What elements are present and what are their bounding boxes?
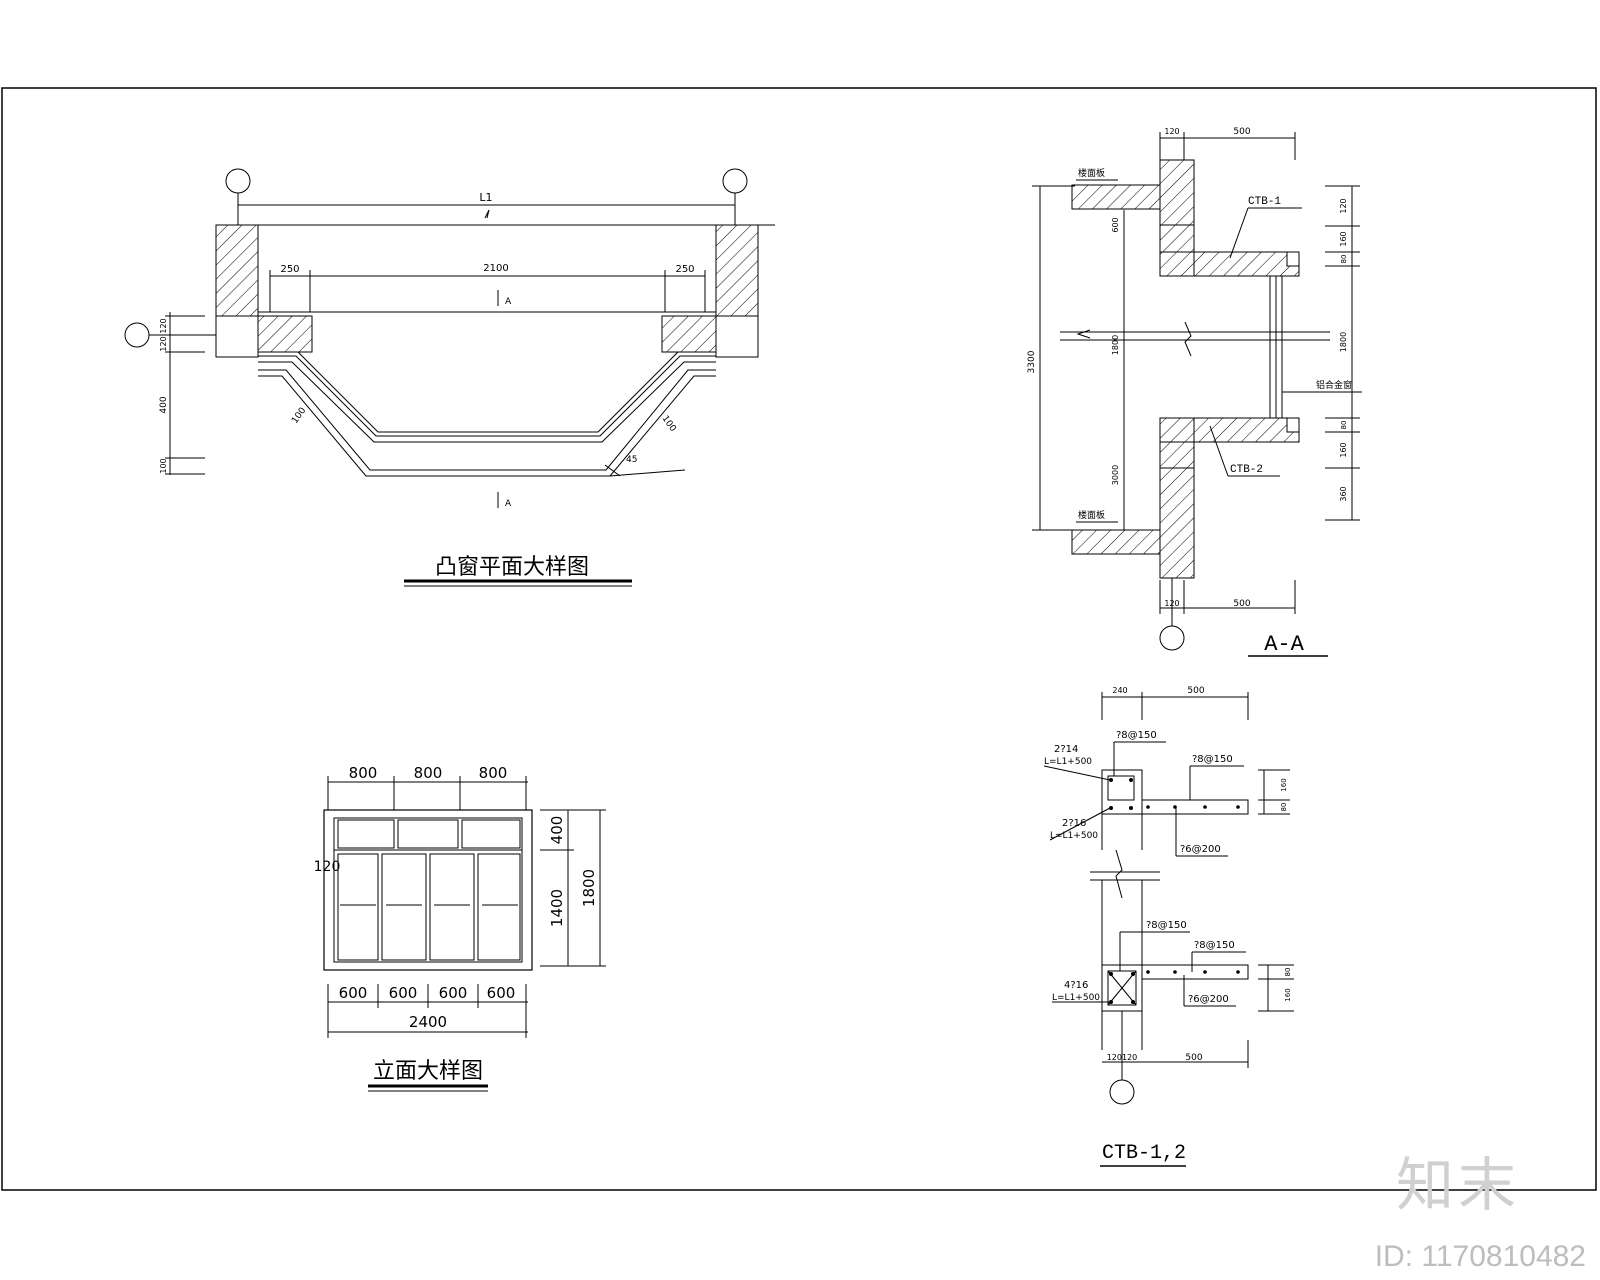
elevation-dim-frame: 120 — [314, 859, 341, 875]
elevation-dim-top-3: 800 — [479, 764, 508, 782]
elevation-dim-top-2: 800 — [414, 764, 443, 782]
section-label-ctb1: CTB-1 — [1248, 196, 1281, 208]
section-dim-right-2: 160 — [1339, 231, 1348, 246]
section-dim-right-3: 80 — [1340, 255, 1348, 264]
section-dim-right-7: 360 — [1339, 486, 1348, 501]
section-dim-left-1: 600 — [1111, 217, 1120, 232]
axis-bubble-plan-left — [124, 322, 150, 348]
plan-section-mark-bottom: A — [505, 499, 512, 509]
section-dim-top-2: 500 — [1233, 127, 1250, 137]
axis-bubble-section — [1159, 625, 1185, 651]
ctb-r1-label1: 2?14 — [1054, 744, 1078, 755]
ctb-r1-label2: ?8@150 — [1116, 730, 1157, 741]
elevation-dim-right-2: 1400 — [548, 889, 566, 927]
section-dim-right-1: 120 — [1339, 198, 1348, 213]
section-title: A-A — [1264, 632, 1304, 657]
elevation-detail: 800 800 800 120 400 1400 1800 — [314, 764, 606, 1092]
section-label-floor-top: 楼面板 — [1078, 167, 1105, 179]
watermark-logo: 知末 — [1395, 1151, 1520, 1219]
plan-dim-left-4: 100 — [159, 458, 168, 473]
elevation-dim-bottom-2: 600 — [389, 984, 418, 1002]
section-a-a: 120 500 3300 600 1800 3000 楼面 — [1027, 127, 1362, 657]
plan-dim-overall: L1 — [479, 191, 492, 204]
ctb-title: CTB-1,2 — [1102, 1142, 1186, 1165]
elevation-title: 立面大样图 — [373, 1059, 483, 1084]
axis-bubble-ctb — [1109, 1079, 1135, 1105]
ctb-r2-label1: ?8@150 — [1146, 920, 1187, 931]
axis-bubble-left — [225, 168, 251, 194]
ctb-dim-top-2: 500 — [1187, 686, 1204, 696]
ctb-r2-dim-2: 160 — [1284, 988, 1292, 1001]
section-dim-right-6: 160 — [1339, 442, 1348, 457]
plan-section-mark-top: A — [505, 297, 512, 307]
section-label-floor-bottom: 楼面板 — [1078, 509, 1105, 521]
elevation-dim-bottom-4: 600 — [487, 984, 516, 1002]
section-dim-right-4: 1800 — [1339, 332, 1348, 352]
ctb-dim-top-1: 240 — [1112, 686, 1127, 695]
section-dim-top-1: 120 — [1164, 127, 1179, 136]
elevation-dim-top-1: 800 — [349, 764, 378, 782]
plan-dim-diag-right: 100 — [660, 414, 678, 434]
ctb-detail: 240 500 2?14 L=L1+500 ?8@150 ?8@150 2?16… — [1043, 686, 1294, 1167]
plan-dim-left-3: 400 — [159, 396, 169, 413]
plan-angle: 45 — [626, 455, 637, 465]
ctb-r2-label2: ?8@150 — [1194, 940, 1235, 951]
ctb-r1-label1b: L=L1+500 — [1044, 757, 1092, 767]
ctb-r1-label5: ?6@200 — [1180, 844, 1221, 855]
section-dim-right-5: 80 — [1340, 421, 1348, 430]
section-label-window: 铝合金窗 — [1316, 379, 1352, 391]
plan-dim-diag-left: 100 — [290, 406, 308, 426]
section-dim-total: 3300 — [1027, 350, 1037, 373]
plan-title: 凸窗平面大样图 — [435, 555, 589, 580]
plan-dim-left-2: 120 — [159, 336, 168, 351]
elevation-dim-bottom-3: 600 — [439, 984, 468, 1002]
ctb-r2-dim-1: 80 — [1284, 968, 1292, 977]
plan-dim-left-1: 120 — [159, 318, 168, 333]
ctb-dim-bottom-2: 500 — [1185, 1053, 1202, 1063]
section-dim-bottom-2: 500 — [1233, 599, 1250, 609]
ctb-r1-dim-2: 80 — [1280, 803, 1288, 812]
elevation-dim-right-1: 400 — [548, 816, 566, 845]
ctb-r2-label3b: L=L1+500 — [1052, 993, 1100, 1003]
elevation-dim-bottom-1: 600 — [339, 984, 368, 1002]
ctb-r1-dim-1: 160 — [1280, 778, 1288, 791]
plan-dim-side-left: 250 — [280, 264, 299, 275]
elevation-dim-total-height: 1800 — [580, 869, 598, 907]
ctb-r2-label3: 4?16 — [1064, 980, 1088, 991]
sheet-border — [1, 87, 1597, 1191]
plan-dim-side-right: 250 — [675, 264, 694, 275]
watermark-id: ID: 1170810482 — [1374, 1240, 1586, 1273]
section-dim-left-3: 3000 — [1111, 465, 1120, 485]
ctb-r1-label3: ?8@150 — [1192, 754, 1233, 765]
bay-window-plan: L1 250 2100 250 A 100 100 45 A — [124, 168, 775, 587]
elevation-dim-total-width: 2400 — [409, 1013, 447, 1031]
ctb-r2-label4: ?6@200 — [1188, 994, 1229, 1005]
ctb-r1-label4: 2?16 — [1062, 818, 1086, 829]
axis-bubble-right — [722, 168, 748, 194]
plan-dim-mid: 2100 — [483, 263, 508, 274]
section-dim-left-2: 1800 — [1111, 335, 1120, 355]
ctb-r1-label4b: L=L1+500 — [1050, 831, 1098, 841]
section-label-ctb2: CTB-2 — [1230, 464, 1263, 476]
